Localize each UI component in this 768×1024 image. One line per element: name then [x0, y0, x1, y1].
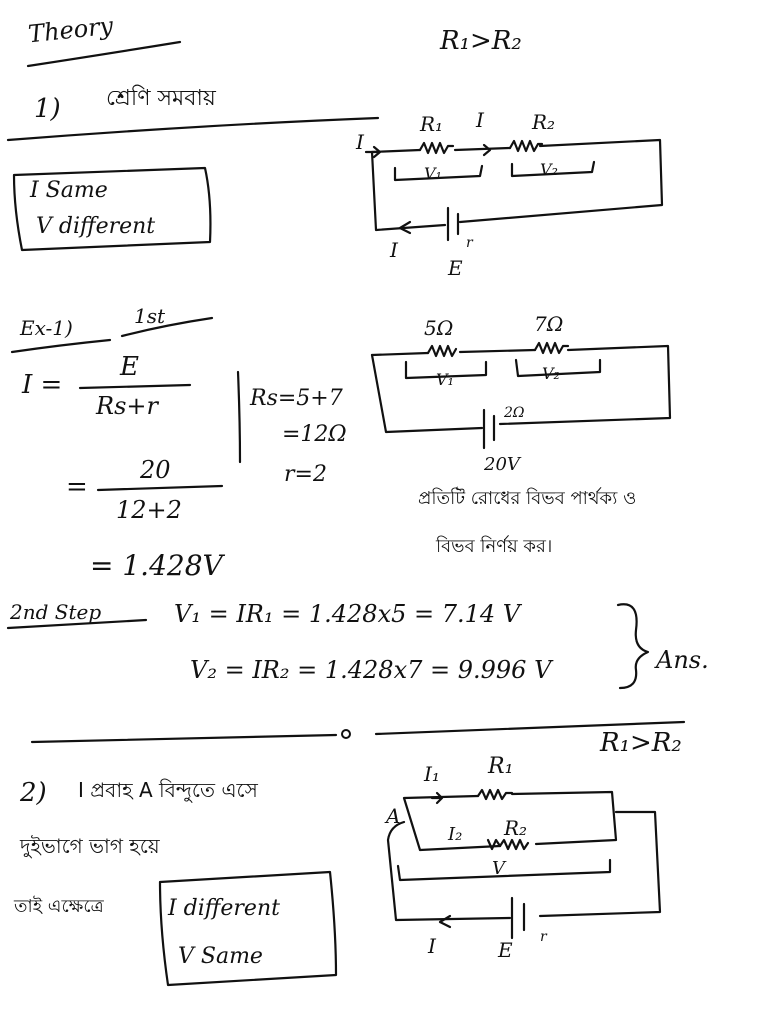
circuit1-internal-r: r — [466, 235, 473, 251]
section1-box-line2: V different — [36, 214, 156, 239]
section1-box — [12, 166, 212, 252]
circuit2-v1-label: V₁ — [436, 370, 454, 389]
rs-line2: =12Ω — [282, 422, 347, 447]
relation-top: R₁>R₂ — [440, 26, 522, 56]
fraction-numerator: E — [120, 352, 139, 382]
circuit3-i2-label: I₂ — [448, 824, 463, 845]
circuit3-node-a: A — [386, 804, 401, 828]
section2-text-line3: তাই এক্ষেত্রে — [14, 896, 104, 917]
section2-box-line1: I different — [168, 896, 280, 921]
ex-underline — [10, 338, 112, 354]
circuit1-current-left: I — [356, 130, 364, 154]
circuit2-v2-label: V₂ — [542, 364, 560, 383]
circuit3-v-label: V — [492, 858, 505, 879]
circuit-series-2 — [370, 341, 672, 450]
circuit1-v1-label: V₁ — [424, 164, 442, 183]
substitution-equals: = — [66, 472, 88, 502]
fraction-denominator: Rs+r — [96, 392, 158, 420]
circuit1-v2-label: V₂ — [540, 160, 558, 179]
section2-text-line2: দুইভাগে ভাগ হয়ে — [20, 834, 160, 858]
circuit-series-1 — [364, 138, 664, 242]
section2-box-line2: V Same — [178, 944, 263, 969]
section-divider-dot — [341, 729, 351, 739]
example-label: Ex-1) — [20, 316, 73, 340]
title-underline — [26, 40, 182, 68]
substitution-numerator: 20 — [140, 456, 171, 484]
circuit1-r2-label: R₂ — [532, 110, 556, 134]
step2-label: 2nd Step — [10, 600, 102, 624]
circuit2-r2-label: 7Ω — [534, 312, 564, 336]
answer-brace — [616, 603, 650, 690]
answer-label: Ans. — [656, 646, 709, 674]
v2-calculation: V₂ = IR₂ = 1.428x7 = 9.996 V — [190, 656, 552, 684]
circuit3-emf-label: E — [498, 938, 513, 962]
relation-section2: R₁>R₂ — [600, 728, 682, 758]
circuit2-emf-label: 20V — [484, 454, 520, 475]
current-lhs: I = — [22, 370, 63, 400]
step1-label: 1st — [134, 304, 166, 328]
circuit1-current-mid: I — [476, 108, 484, 132]
r-value: r=2 — [284, 462, 327, 487]
circuit2-r1-label: 5Ω — [424, 316, 454, 340]
circuit1-current-bottom: I — [390, 238, 398, 262]
example-question-line1: প্রতিটি রোধের বিভব পার্থক্য ও — [418, 488, 637, 509]
section1-number: 1) — [34, 94, 61, 124]
circuit3-current-label: I — [428, 934, 436, 958]
rs-divider — [236, 370, 242, 464]
circuit3-i1-label: I₁ — [424, 762, 440, 786]
current-result: = 1.428V — [90, 549, 223, 582]
example-question-line2: বিভব নির্ণয় কর। — [436, 536, 553, 557]
fraction-bar-2 — [96, 484, 224, 492]
step1-underline — [120, 316, 214, 338]
v1-calculation: V₁ = IR₁ = 1.428x5 = 7.14 V — [174, 600, 521, 628]
circuit3-internal-r: r — [540, 929, 547, 945]
circuit1-r1-label: R₁ — [420, 112, 444, 136]
section1-box-line1: I Same — [30, 178, 108, 203]
section1-underline — [6, 116, 380, 142]
circuit1-emf-label: E — [448, 256, 463, 280]
fraction-bar-1 — [78, 383, 192, 390]
circuit3-r2-label: R₂ — [504, 816, 528, 840]
circuit-parallel — [386, 788, 662, 940]
section1-heading: শ্রেণি সমবায় — [106, 86, 216, 111]
section2-text-line1: I প্রবাহ A বিন্দুতে এসে — [78, 778, 258, 802]
step2-underline — [6, 618, 148, 630]
rs-line1: Rs=5+7 — [250, 386, 343, 411]
section-divider — [30, 720, 686, 744]
substitution-denominator: 12+2 — [116, 496, 182, 524]
section2-number: 2) — [20, 778, 47, 808]
circuit3-r1-label: R₁ — [488, 754, 514, 779]
circuit2-internal-r: 2Ω — [504, 405, 525, 421]
section2-box — [158, 870, 338, 987]
